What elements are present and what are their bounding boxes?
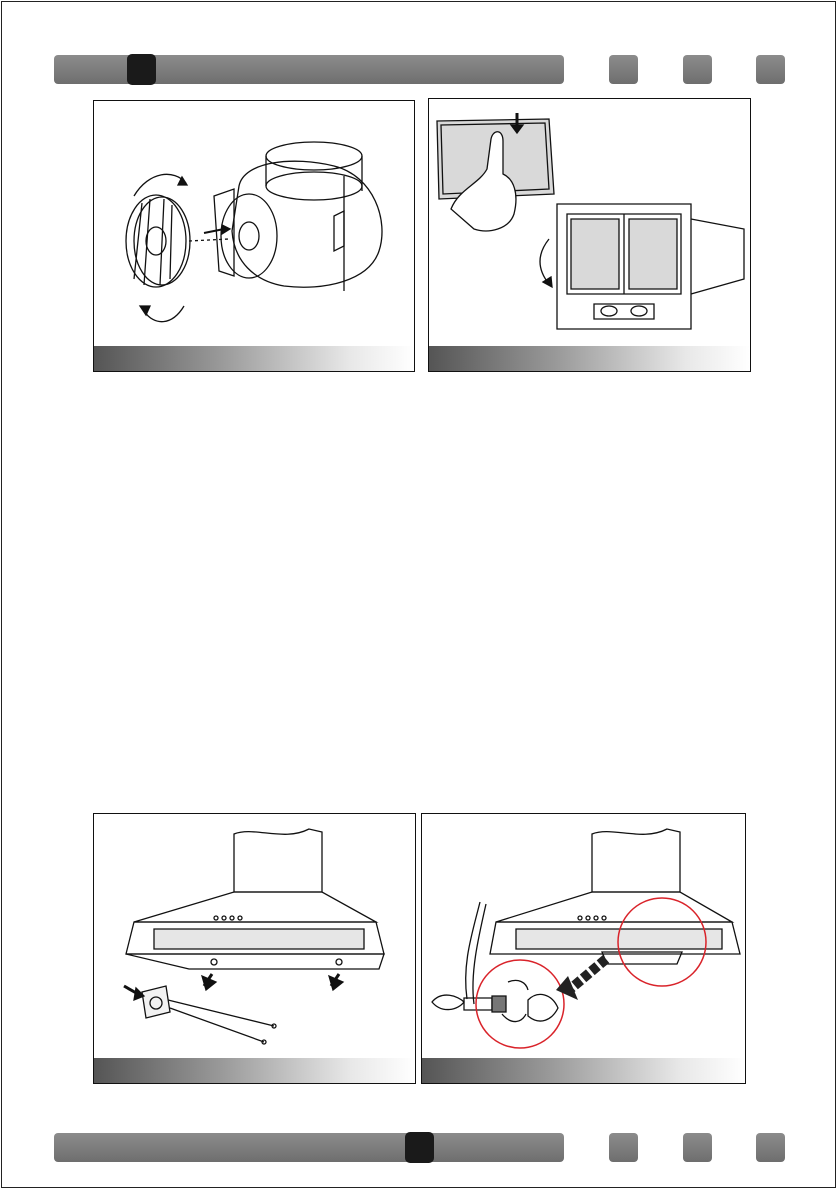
chimney-hood-icon: [592, 829, 680, 892]
header-square-3: [756, 55, 785, 84]
figure-caption-bar: [94, 346, 414, 371]
figure-caption-bar: [94, 1058, 415, 1083]
figure-bulb-replacement: [421, 813, 746, 1084]
figure-light-cover: [93, 813, 416, 1084]
figure-fan-removal: [93, 100, 415, 372]
bulb-illustration: [422, 814, 746, 1084]
footer-square-1: [609, 1133, 638, 1162]
header-square-2: [683, 55, 712, 84]
rotation-arrow-bottom-icon: [144, 306, 184, 322]
swing-arrow-icon: [540, 239, 549, 284]
fan-illustration: [94, 101, 415, 372]
chimney-hood-icon: [234, 829, 322, 892]
figure-caption-bar: [422, 1058, 745, 1083]
header-tab-marker: [127, 54, 156, 85]
header-square-1: [609, 55, 638, 84]
footer-square-2: [683, 1133, 712, 1162]
filter-illustration: [429, 99, 751, 372]
header-bar: [54, 55, 564, 84]
figure-caption-bar: [429, 346, 750, 371]
highlight-circle-icon: [476, 960, 564, 1048]
bulb-icon: [432, 995, 464, 1010]
footer-square-3: [756, 1133, 785, 1162]
figure-grease-filter: [428, 98, 751, 372]
light-cover-illustration: [94, 814, 416, 1084]
footer-tab-marker: [405, 1132, 434, 1163]
lamp-switch-icon: [142, 986, 170, 1018]
footer-bar: [54, 1133, 564, 1162]
hand-icon: [528, 994, 558, 1021]
